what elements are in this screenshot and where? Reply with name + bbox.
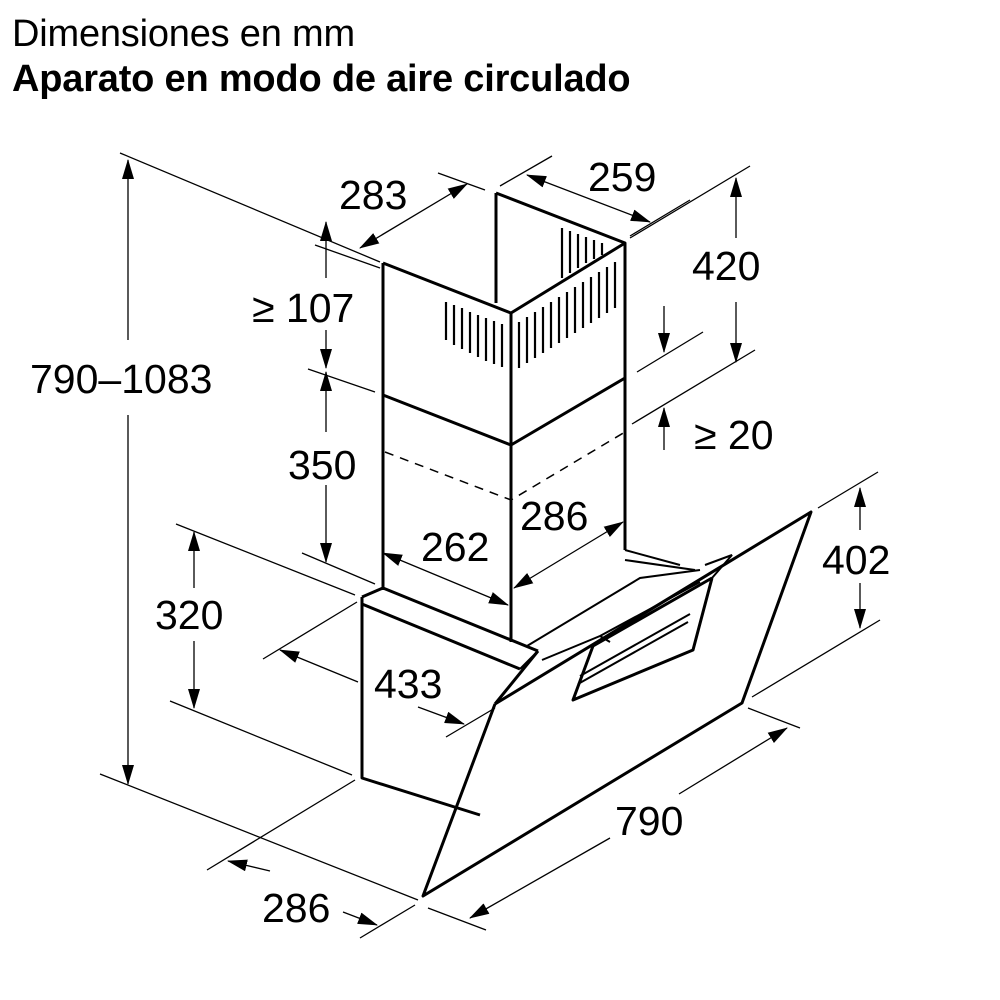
header: Dimensiones en mm Aparato en modo de air… [12, 12, 631, 102]
dimension-lines [99, 152, 881, 939]
mode-title: Aparato en modo de aire circulado [12, 58, 631, 100]
hood-outline [360, 191, 813, 898]
glass-front-panel [421, 510, 813, 898]
lower-chimney [381, 376, 627, 642]
dim-chimney-upper-width: 259 [588, 154, 656, 200]
dim-chimney-lower-width: 262 [421, 524, 489, 570]
dim-top-clearance-min: ≥ 107 [252, 285, 354, 331]
vent-grille-icon [444, 228, 617, 368]
units-subtitle: Dimensiones en mm [12, 13, 355, 55]
dim-overlap-min: ≥ 20 [694, 412, 774, 458]
dim-total-height: 790–1083 [30, 356, 212, 402]
dim-body-depth: 433 [374, 661, 442, 707]
dim-base-depth: 286 [262, 885, 330, 931]
dim-chimney-lower-height: 350 [288, 442, 356, 488]
dim-chimney-lower-depth: 286 [520, 493, 588, 539]
dim-total-width: 790 [615, 798, 683, 844]
dimension-labels: 283 259 420 ≥ 107 350 ≥ 20 262 286 320 4… [30, 154, 890, 931]
control-panel-slot [571, 554, 733, 702]
dim-body-height: 320 [155, 592, 223, 638]
dim-glass-panel-height: 402 [822, 537, 890, 583]
dim-chimney-upper-height: 420 [692, 243, 760, 289]
upper-chimney [381, 191, 627, 445]
dim-chimney-upper-depth: 283 [339, 172, 407, 218]
